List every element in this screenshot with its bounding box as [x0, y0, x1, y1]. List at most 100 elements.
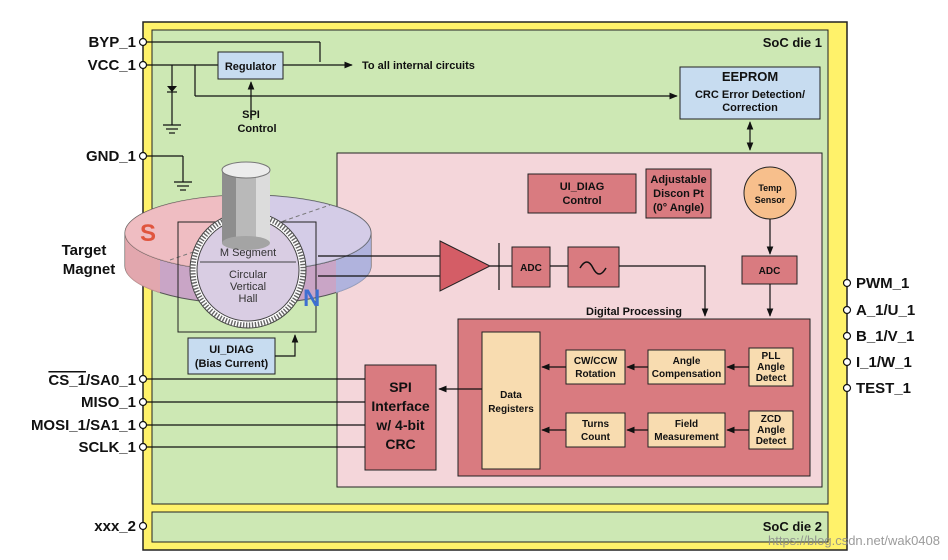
cw-line1: CW/CCW [574, 356, 618, 367]
amplifier-triangle [439, 240, 492, 292]
target-magnet-line1: Target [62, 242, 107, 259]
die1-label: SoC die 1 [763, 35, 822, 50]
spi-line3: w/ 4-bit [375, 417, 425, 433]
pin-b [842, 331, 852, 341]
pin-cs-label: CS_1/SA0_1 [48, 372, 136, 389]
pin-i [842, 357, 852, 367]
pin-cs-rest-text: /SA0_1 [86, 372, 136, 389]
sine-wave-icon [579, 261, 607, 275]
pin-byp-label: BYP_1 [88, 34, 136, 51]
adc-signal-label: ADC [520, 263, 542, 274]
magnet-n-label: N [303, 285, 320, 312]
regulator-output-text: To all internal circuits [362, 60, 475, 72]
pin-miso [138, 397, 148, 407]
magnet-s-label: S [140, 220, 156, 247]
pin-pwm [842, 278, 852, 288]
ui-diag-control-line1: UI_DIAG [560, 181, 605, 193]
spi-pin-wires [147, 378, 365, 448]
digital-arrows [438, 363, 749, 434]
regulator-block [217, 51, 284, 80]
pin-xxx [138, 521, 148, 531]
adc-block-signal [511, 246, 551, 288]
pin-byp [138, 37, 148, 47]
shaft [221, 161, 271, 250]
pin-b-label: B_1/V_1 [856, 328, 914, 345]
power-wiring [147, 41, 678, 191]
pll-line1: PLL [762, 351, 781, 362]
pin-cs [138, 374, 148, 384]
temp-line1: Temp [758, 183, 782, 193]
angle-comp-line2: Compensation [652, 369, 721, 380]
temp-sensor [743, 166, 797, 220]
pll-line3: Detect [756, 373, 787, 384]
digital-processing-label: Digital Processing [586, 306, 682, 318]
discon-line1: Adjustable [650, 174, 706, 186]
ui-diag-control-line2: Control [562, 195, 601, 207]
pin-vcc [138, 60, 148, 70]
soc-die-2 [151, 511, 829, 543]
hall-output-wires [318, 255, 440, 277]
data-registers-block [481, 331, 541, 470]
spi-interface-block [364, 364, 437, 471]
target-magnet-line2: Magnet [63, 261, 116, 278]
regulator-label: Regulator [225, 61, 277, 73]
eeprom-title: EEPROM [722, 69, 778, 84]
zcd-line3: Detect [756, 436, 787, 447]
pll-angle-detect-block [748, 347, 794, 387]
spi-control-line1: SPI [242, 109, 260, 121]
pin-pwm-label: PWM_1 [856, 275, 909, 292]
field-line2: Measurement [654, 432, 719, 443]
turns-line1: Turns [582, 419, 609, 430]
hall-line3: Hall [239, 293, 258, 305]
eeprom-line2: Correction [722, 102, 778, 114]
temp-line2: Sensor [755, 195, 786, 205]
cw-line2: Rotation [575, 369, 616, 380]
spi-line4: CRC [385, 436, 415, 452]
discon-line3: (0° Angle) [653, 202, 704, 214]
pin-test [842, 383, 852, 393]
pin-a [842, 305, 852, 315]
spi-line1: SPI [389, 379, 412, 395]
pin-sclk-label: SCLK_1 [78, 439, 136, 456]
pin-cs-bar-text: CS_1 [48, 372, 86, 389]
zcd-line1: ZCD [761, 414, 782, 425]
zcd-line2: Angle [757, 425, 785, 436]
eeprom-line1: CRC Error Detection/ [695, 89, 805, 101]
cw-ccw-rotation-block [565, 349, 626, 385]
pin-test-label: TEST_1 [856, 380, 911, 397]
ui-diag-bias-line2: (Bias Current) [195, 358, 269, 370]
data-registers-line1: Data [500, 390, 522, 401]
hall-line2: Vertical [230, 281, 266, 293]
watermark: https://blog.csdn.net/wak0408 [768, 533, 940, 548]
ui-diag-bias-line1: UI_DIAG [209, 344, 254, 356]
spi-control-line2: Control [237, 123, 276, 135]
adc-temp-label: ADC [759, 266, 781, 277]
m-segment-label: M Segment [220, 247, 276, 259]
discon-line2: Discon Pt [653, 188, 704, 200]
spi-line2: Interface [371, 398, 430, 414]
hall-line1: Circular [229, 269, 267, 281]
pin-miso-label: MISO_1 [81, 394, 136, 411]
ui-diag-bias-block [187, 337, 276, 375]
pin-a-label: A_1/U_1 [856, 302, 915, 319]
eeprom-block [679, 66, 821, 120]
turns-count-block [565, 412, 626, 448]
pin-mosi-label: MOSI_1/SA1_1 [31, 417, 136, 434]
pin-mosi [138, 420, 148, 430]
hall-ring [189, 211, 307, 329]
pin-gnd [138, 151, 148, 161]
turns-line2: Count [581, 432, 611, 443]
pin-vcc-label: VCC_1 [88, 57, 136, 74]
die2-label: SoC die 2 [763, 519, 822, 534]
pin-xxx-label: xxx_2 [94, 518, 136, 535]
pin-gnd-label: GND_1 [86, 148, 136, 165]
ui-diag-control-block [527, 173, 637, 214]
discon-block [645, 168, 712, 219]
pin-i-label: I_1/W_1 [856, 354, 912, 371]
pin-sclk [138, 442, 148, 452]
filter-block [567, 246, 620, 288]
field-line1: Field [675, 419, 698, 430]
pll-line2: Angle [757, 362, 785, 373]
angle-comp-line1: Angle [673, 356, 701, 367]
